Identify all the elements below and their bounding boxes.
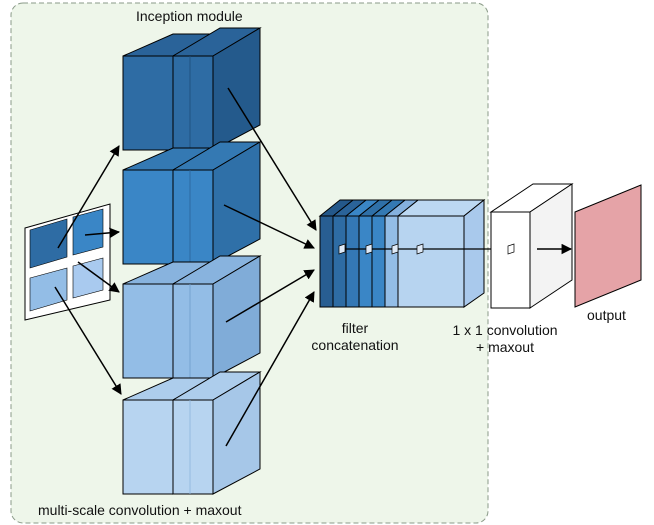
conv-label-line1: 1 x 1 convolution: [452, 322, 558, 338]
input-image: [24, 203, 111, 321]
conv-label-line2: + maxout: [476, 339, 534, 355]
filter-concatenation-stack: [318, 198, 486, 308]
output-label: output: [587, 307, 626, 323]
branch-2-feature-maps: [122, 141, 262, 265]
branch-3-feature-maps: [122, 255, 262, 379]
filter-concatenation-label: filter concatenation: [300, 320, 410, 354]
conv-1x1-block: [489, 183, 574, 309]
inception-module-title: Inception module: [136, 8, 243, 24]
output-block: [574, 184, 642, 308]
filter-concat-line2: concatenation: [311, 337, 399, 353]
branch-4-feature-maps: [122, 371, 262, 495]
input-arrows: [54, 145, 122, 395]
conv-1x1-label: 1 x 1 convolution + maxout: [430, 322, 580, 356]
branch-1-feature-maps: [122, 27, 262, 151]
concat-flow-arrow: [338, 243, 501, 255]
branch-arrows: [223, 87, 317, 447]
filter-concat-line1: filter: [341, 320, 369, 336]
bottom-caption: multi-scale convolution + maxout: [38, 502, 242, 518]
